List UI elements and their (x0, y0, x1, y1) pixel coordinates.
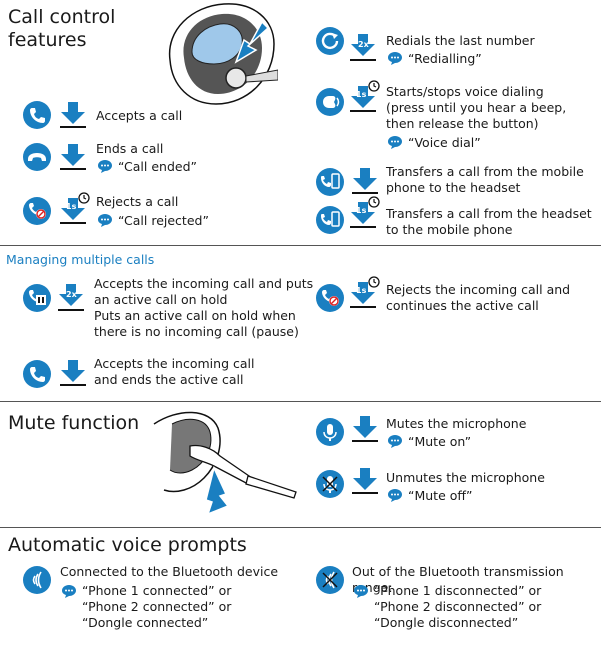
end-call-label: Ends a call (96, 141, 164, 156)
accept-end-icon (23, 360, 51, 388)
double-press-button-icon (58, 284, 84, 311)
hold-call-icon (23, 284, 51, 312)
voice-prompt-icon (388, 489, 402, 502)
bluetooth-connected-label: Connected to the Bluetooth device (60, 564, 279, 579)
section-divider (0, 401, 601, 402)
voice-prompt-icon (388, 435, 402, 448)
bluetooth-connected-voice-prompts: “Phone 1 connected” or “Phone 2 connecte… (82, 583, 232, 630)
reject-call-label: Rejects a call (96, 194, 179, 209)
press-button-icon (352, 168, 378, 194)
one-second-badge: 1s (356, 90, 367, 99)
redial-label: Redials the last number (386, 33, 535, 48)
press-hold-button-icon (350, 276, 380, 308)
phone-reject-icon (23, 197, 51, 225)
press-button-icon (352, 416, 378, 442)
press-button-icon (60, 360, 86, 386)
mute-label: Mutes the microphone (386, 416, 527, 431)
hold-call-label: Accepts the incoming call and puts an ac… (94, 276, 314, 339)
microphone-icon (316, 418, 344, 446)
transfer-to-phone-icon (316, 206, 344, 234)
press-hold-button-icon (350, 196, 380, 228)
voice-prompt-icon (388, 52, 402, 65)
transfer-to-phone-label: Transfers a call from the headset to the… (386, 206, 592, 237)
phone-accept-icon (23, 101, 51, 129)
accept-end-label: Accepts the incoming call and ends the a… (94, 356, 255, 387)
press-button-icon (352, 468, 378, 494)
microphone-muted-icon (316, 470, 344, 498)
reject-continue-label: Rejects the incoming call and continues … (386, 282, 571, 313)
voice-dial-voice-prompt: “Voice dial” (408, 135, 481, 150)
press-hold-button-icon (60, 192, 90, 224)
voice-dial-icon (316, 88, 344, 116)
reject-continue-icon (316, 284, 344, 312)
section-divider (0, 527, 601, 528)
one-second-badge: 1s (356, 206, 367, 215)
headset-mute-illustration (153, 411, 297, 516)
redial-voice-prompt: “Redialling” (408, 51, 482, 66)
headset-button-illustration (168, 3, 278, 105)
bluetooth-connected-icon (23, 566, 51, 594)
one-second-badge: 1s (356, 286, 367, 295)
section-title-prompts: Automatic voice prompts (8, 534, 247, 556)
accept-call-label: Accepts a call (96, 108, 183, 123)
press-button-icon (60, 102, 86, 128)
double-press-badge: 2x (358, 40, 369, 49)
press-hold-button-icon (350, 80, 380, 112)
transfer-to-headset-label: Transfers a call from the mobile phone t… (386, 164, 584, 195)
voice-prompt-icon (388, 136, 402, 149)
bluetooth-out-of-range-icon (316, 566, 344, 594)
unmute-label: Unmutes the microphone (386, 470, 545, 485)
redial-icon (316, 27, 344, 55)
section-divider (0, 245, 601, 246)
section-title-managing: Managing multiple calls (6, 252, 155, 267)
double-press-badge: 2x (66, 290, 77, 299)
voice-prompt-icon (354, 585, 368, 598)
voice-prompt-icon (98, 160, 112, 173)
end-call-voice-prompt: “Call ended” (118, 159, 197, 174)
one-second-badge: 1s (66, 202, 77, 211)
voice-prompt-icon (62, 585, 76, 598)
press-button-icon (60, 144, 86, 170)
section-title-call-control: Call control features (8, 6, 116, 51)
reject-call-voice-prompt: “Call rejected” (118, 213, 209, 228)
voice-dial-label: Starts/stops voice dialing (press until … (386, 84, 567, 131)
unmute-voice-prompt: “Mute off” (408, 488, 473, 503)
voice-prompt-icon (98, 214, 112, 227)
transfer-to-headset-icon (316, 168, 344, 196)
section-title-mute: Mute function (8, 412, 140, 434)
double-press-button-icon (350, 34, 376, 61)
bluetooth-out-of-range-voice-prompts: “Phone 1 disconnected” or “Phone 2 disco… (374, 583, 542, 630)
mute-voice-prompt: “Mute on” (408, 434, 472, 449)
phone-end-icon (23, 143, 51, 171)
